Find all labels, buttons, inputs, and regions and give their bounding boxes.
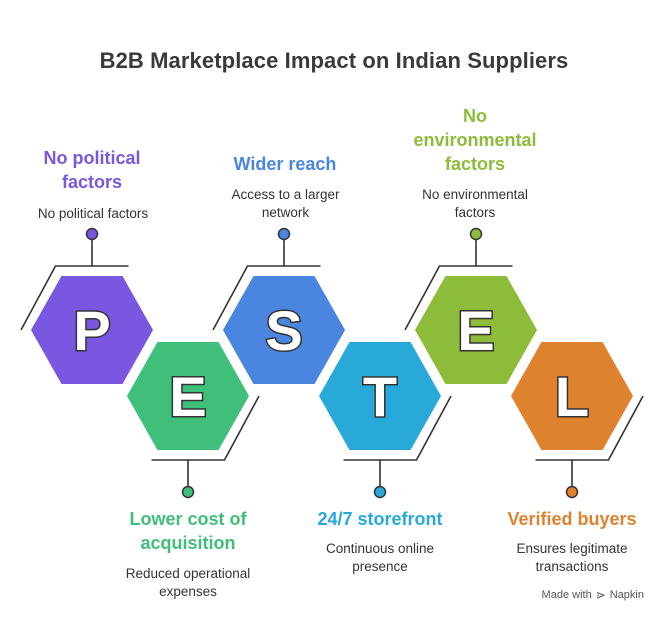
outline-environmental xyxy=(404,265,513,331)
hexagon-environmental xyxy=(415,276,537,384)
letter-political: P xyxy=(73,299,110,362)
letter-economic: E xyxy=(169,365,206,428)
connector-dot-technological xyxy=(373,485,387,499)
letter-legal: L xyxy=(555,365,589,428)
desc-legal: Ensures legitimate transactions xyxy=(516,541,628,574)
letter-environmental: E xyxy=(457,299,494,362)
connector-dot-economic xyxy=(181,485,195,499)
outline-technological xyxy=(343,395,452,461)
made-with-label: Made with xyxy=(541,589,592,601)
connector-dot-environmental xyxy=(469,227,483,241)
desc-environmental: No environmental factors xyxy=(422,187,528,220)
heading-technological: 24/7 storefront xyxy=(317,509,443,529)
letter-technological: T xyxy=(363,365,397,428)
page-title: B2B Marketplace Impact on Indian Supplie… xyxy=(99,48,569,73)
outline-economic xyxy=(151,395,260,461)
desc-technological: Continuous online presence xyxy=(325,541,435,574)
napkin-logo-icon: ⋗ xyxy=(595,588,606,602)
hexagon-political xyxy=(31,276,153,384)
heading-environmental: No environmental factors xyxy=(413,106,537,174)
outline-social xyxy=(212,265,321,331)
brand-label: Napkin xyxy=(609,589,644,601)
desc-political: No political factors xyxy=(37,206,149,221)
desc-economic: Reduced operational expenses xyxy=(125,566,251,599)
connector-dot-social xyxy=(277,227,291,241)
footer-attribution: Made with ⋗ Napkin xyxy=(542,588,644,602)
outline-legal xyxy=(535,395,644,461)
heading-political: No political factors xyxy=(43,148,141,192)
heading-economic: Lower cost of acquisition xyxy=(129,509,247,553)
connector-dot-political xyxy=(85,227,99,241)
hexagon-technological xyxy=(319,342,441,450)
hexagon-economic xyxy=(127,342,249,450)
heading-social: Wider reach xyxy=(233,154,337,174)
outline-political xyxy=(20,265,129,331)
hexagon-social xyxy=(223,276,345,384)
hexagon-legal xyxy=(511,342,633,450)
desc-social: Access to a larger network xyxy=(231,187,340,220)
letter-social: S xyxy=(265,299,302,362)
heading-legal: Verified buyers xyxy=(507,509,637,529)
connector-dot-legal xyxy=(565,485,579,499)
